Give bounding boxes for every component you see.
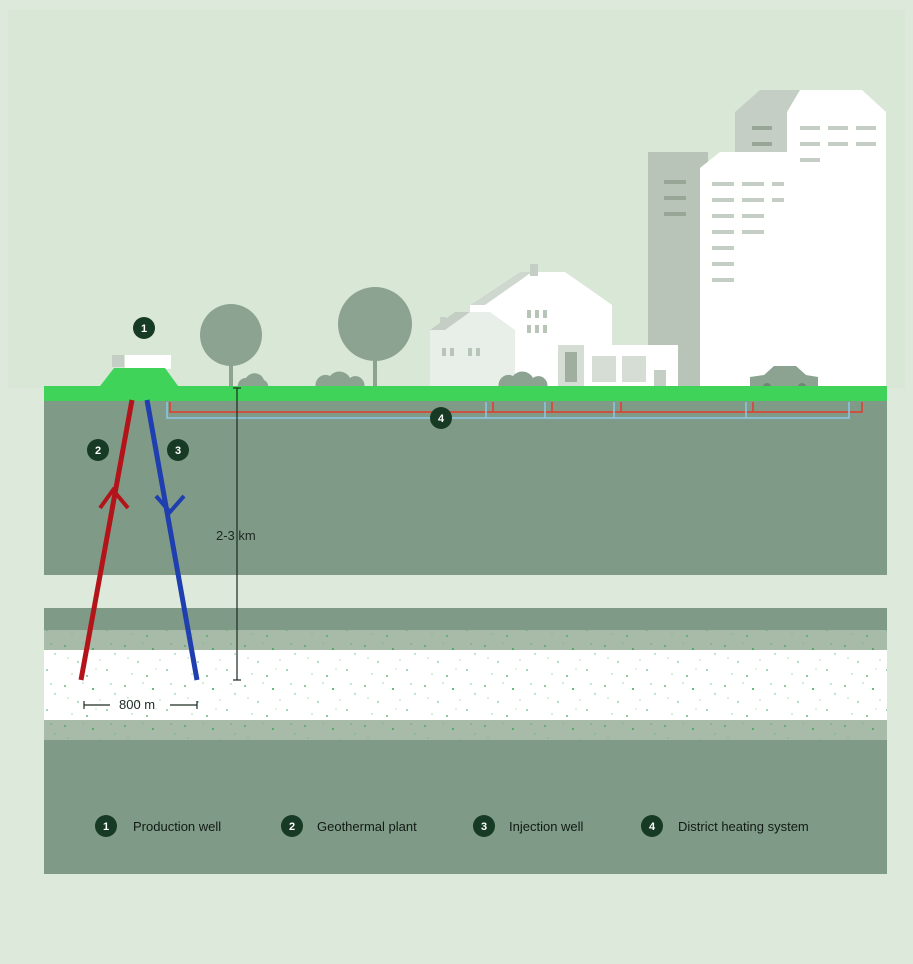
earth-upper bbox=[44, 401, 887, 575]
legend-label: Injection well bbox=[509, 819, 584, 834]
badge-production: 2 bbox=[87, 439, 109, 461]
badge-plant: 1 bbox=[133, 317, 155, 339]
legend-item-injection-well: 3 Injection well bbox=[473, 815, 584, 837]
svg-text:4: 4 bbox=[438, 413, 445, 425]
earth-stratum-light-top-speckle bbox=[44, 630, 887, 650]
legend-label: Production well bbox=[133, 819, 221, 834]
svg-text:1: 1 bbox=[103, 821, 109, 833]
badge-injection: 3 bbox=[167, 439, 189, 461]
legend-label: Geothermal plant bbox=[317, 819, 417, 834]
legend-label: District heating system bbox=[678, 819, 809, 834]
reservoir-speckle bbox=[44, 650, 887, 720]
svg-text:2: 2 bbox=[95, 445, 101, 457]
svg-text:2: 2 bbox=[289, 821, 295, 833]
svg-text:1: 1 bbox=[141, 323, 147, 335]
svg-text:4: 4 bbox=[649, 821, 656, 833]
earth-stratum-light-bottom-speckle bbox=[44, 720, 887, 740]
svg-text:3: 3 bbox=[481, 821, 487, 833]
spacing-label: 800 m bbox=[119, 697, 155, 712]
svg-text:3: 3 bbox=[175, 445, 181, 457]
depth-label: 2-3 km bbox=[216, 528, 256, 543]
ground-surface bbox=[44, 386, 887, 402]
tower-white bbox=[787, 90, 886, 388]
badge-heating: 4 bbox=[430, 407, 452, 429]
tower-white-mid bbox=[700, 152, 787, 388]
earth-stratum-top bbox=[44, 608, 887, 630]
earth-bottom bbox=[44, 740, 887, 874]
